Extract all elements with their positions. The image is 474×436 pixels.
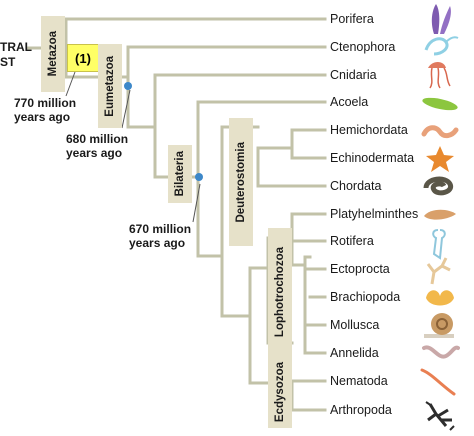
- character-marker-1: (1): [67, 44, 99, 72]
- clade-deuterostomia-label: Deuterostomia: [235, 141, 247, 223]
- bilateria-date-line1: 670 million: [129, 222, 192, 236]
- taxon-brachiopoda: Brachiopoda: [330, 290, 401, 304]
- taxon-acoela: Acoela: [330, 95, 369, 109]
- ancestral-protist-label-line2: ST: [0, 55, 16, 69]
- sponge-icon: [431, 4, 451, 34]
- taxon-echinodermata: Echinodermata: [330, 151, 415, 165]
- flatworm-icon: [424, 209, 456, 220]
- ancestral-protist-label-line1: TRAL: [0, 40, 32, 54]
- snake-icon: [423, 176, 454, 196]
- bilateria-date-label: 670 million years ago: [129, 222, 191, 250]
- clade-ecdysozoa-label: Ecdysozoa: [274, 361, 286, 423]
- clade-ecdysozoa: Ecdysozoa: [268, 356, 292, 428]
- taxon-ctenophora: Ctenophora: [330, 40, 396, 54]
- clade-bilateria: Bilateria: [168, 145, 192, 203]
- clade-lophotrochozoa-label: Lophotrochozoa: [274, 246, 286, 338]
- metazoa-date-line1: 770 million: [14, 96, 77, 110]
- taxon-mollusca: Mollusca: [330, 318, 380, 332]
- taxon-porifera: Porifera: [330, 12, 374, 26]
- comb-jelly-icon: [424, 36, 459, 56]
- jellyfish-icon: [428, 62, 451, 89]
- taxon-platyhelminthes: Platyhelminthes: [330, 207, 419, 221]
- metazoa-date-line2: years ago: [14, 110, 71, 124]
- clade-eumetazoa-label: Eumetazoa: [104, 55, 116, 117]
- bryozoan-icon: [426, 257, 451, 285]
- bilateria-node-dot: [195, 173, 203, 181]
- taxon-cnidaria: Cnidaria: [330, 68, 377, 82]
- flatworm-acoel-icon: [422, 97, 458, 111]
- metazoa-date-label: 770 million years ago: [14, 96, 76, 124]
- clade-metazoa-label: Metazoa: [47, 31, 59, 77]
- clade-bilateria-label: Bilateria: [174, 151, 186, 197]
- eumetazoa-date-line2: years ago: [66, 146, 123, 160]
- sea-star-icon: [426, 146, 454, 172]
- earthworm-icon: [422, 345, 460, 359]
- taxon-ectoprocta: Ectoprocta: [330, 262, 390, 276]
- clade-lophotrochozoa: Lophotrochozoa: [268, 228, 292, 356]
- clade-eumetazoa: Eumetazoa: [98, 44, 122, 128]
- taxon-chordata: Chordata: [330, 179, 382, 193]
- taxon-arthropoda: Arthropoda: [330, 403, 392, 417]
- brachiopod-icon: [426, 290, 454, 306]
- rotifer-icon: [432, 229, 446, 260]
- roundworm-icon: [420, 368, 456, 396]
- acorn-worm-icon: [421, 125, 459, 139]
- taxon-annelida: Annelida: [330, 346, 379, 360]
- taxon-rotifera: Rotifera: [330, 234, 374, 248]
- snail-icon: [424, 313, 454, 338]
- eumetazoa-node-dot: [124, 82, 132, 90]
- clade-metazoa: Metazoa: [41, 16, 65, 92]
- bilateria-date-line2: years ago: [129, 236, 186, 250]
- eumetazoa-date-line1: 680 million: [66, 132, 129, 146]
- eumetazoa-date-label: 680 million years ago: [66, 132, 128, 160]
- clade-deuterostomia: Deuterostomia: [229, 118, 253, 246]
- lobster-icon: [425, 401, 455, 431]
- taxon-hemichordata: Hemichordata: [330, 123, 408, 137]
- taxon-nematoda: Nematoda: [330, 374, 388, 388]
